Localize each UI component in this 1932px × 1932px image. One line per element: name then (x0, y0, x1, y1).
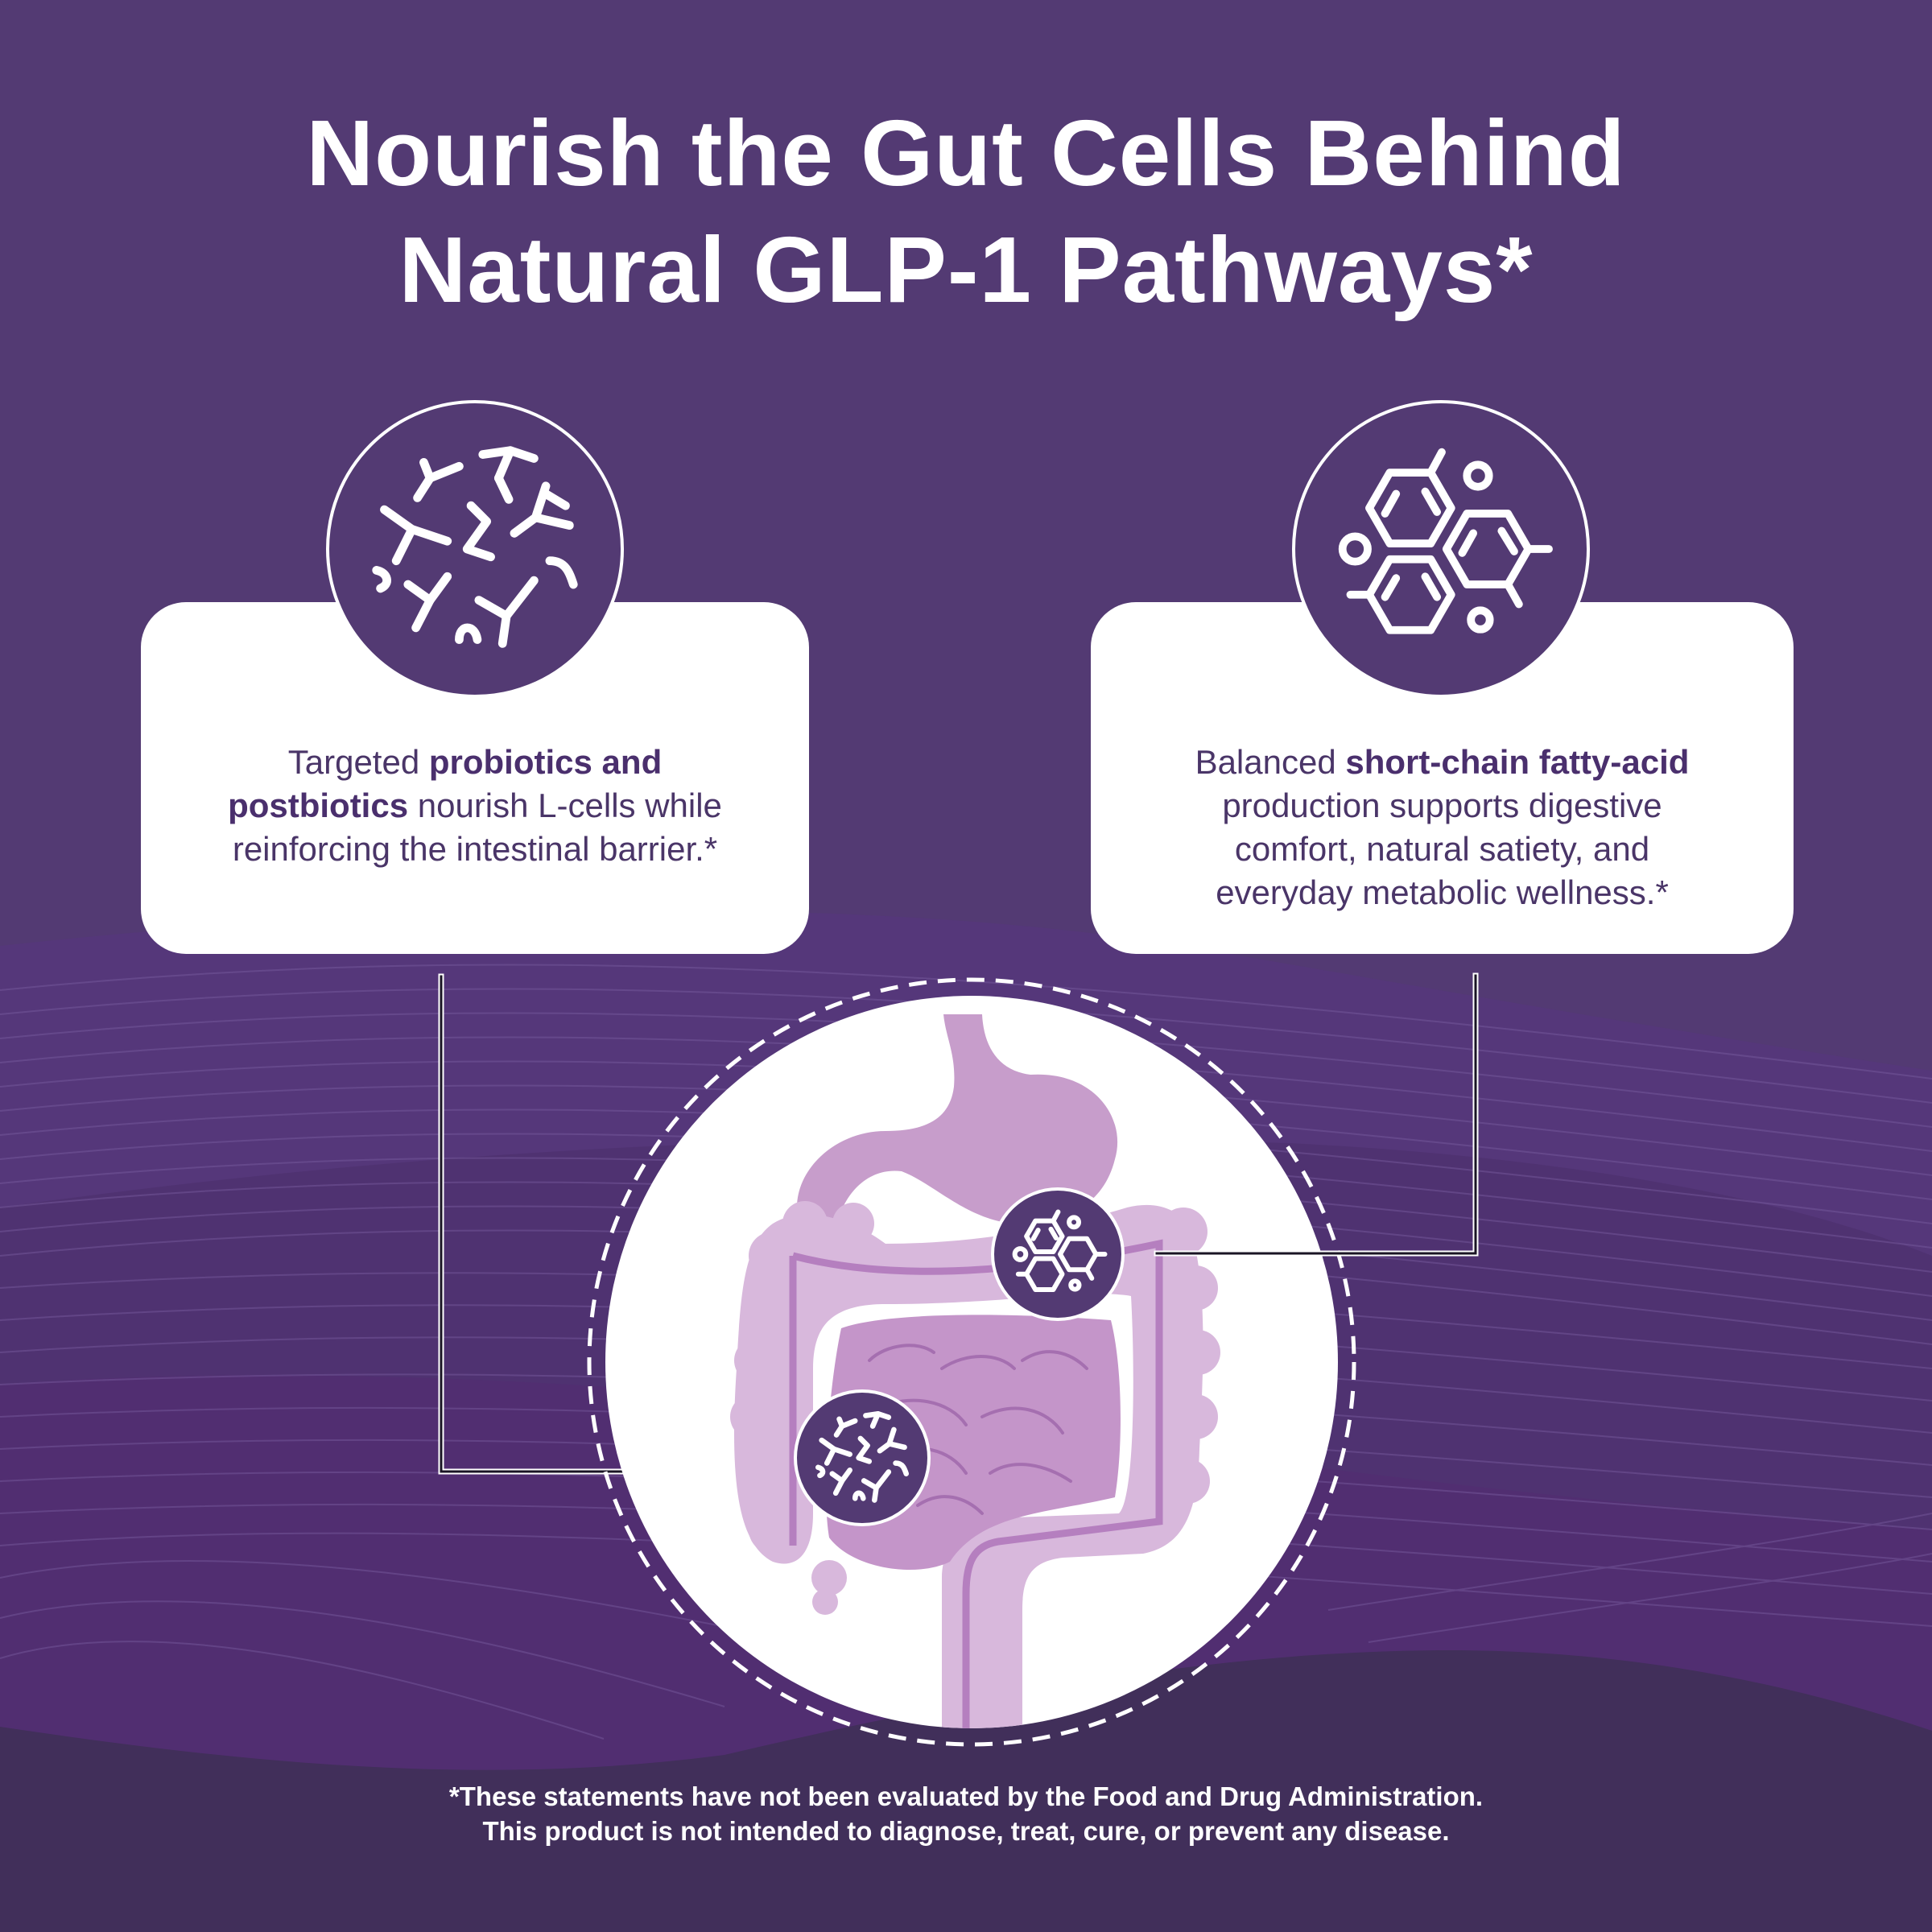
card-text-regular: Balanced (1195, 743, 1346, 781)
disclaimer-line-1: *These statements have not been evaluate… (448, 1781, 1484, 1811)
title-line-1: Nourish the Gut Cells Behind (306, 101, 1626, 205)
marker-molecule-hexagon-icon (991, 1187, 1125, 1321)
marker-probiotics-bacteria-icon (794, 1389, 931, 1526)
card-text-regular: Targeted (287, 743, 429, 781)
page-title: Nourish the Gut Cells Behind Natural GLP… (0, 95, 1932, 328)
probiotics-bacteria-icon (326, 400, 624, 698)
disclaimer-line-2: This product is not intended to diagnose… (482, 1816, 1450, 1846)
card-text-bold: short-chain fatty-acid (1345, 743, 1690, 781)
scfa-card-text: Balanced short-chain fatty-acid productio… (1091, 741, 1794, 914)
fda-disclaimer: *These statements have not been evaluate… (0, 1779, 1932, 1848)
title-line-2: Natural GLP-1 Pathways* (398, 217, 1534, 322)
molecule-hexagon-icon (1292, 400, 1590, 698)
